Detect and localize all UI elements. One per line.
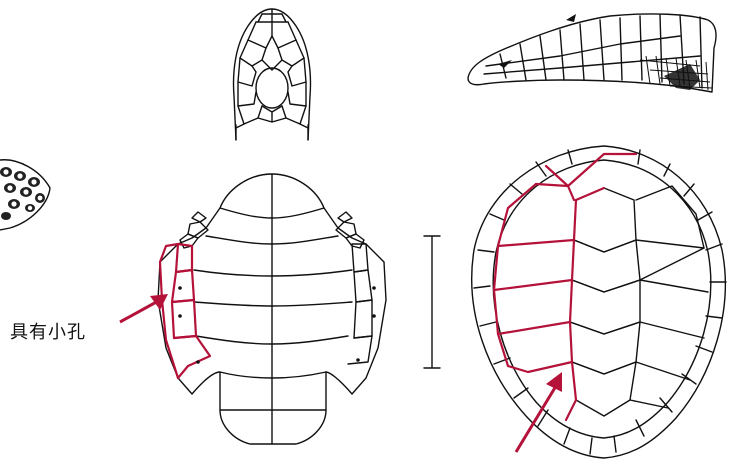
pores-label: 具有小孔 <box>10 318 86 344</box>
front-flipper <box>468 14 716 92</box>
plastron-view <box>158 174 386 444</box>
limb-fragment-left <box>0 160 50 230</box>
scale-bar <box>424 236 440 368</box>
carapace-view <box>472 146 726 458</box>
head-dorsal-view <box>234 9 311 140</box>
